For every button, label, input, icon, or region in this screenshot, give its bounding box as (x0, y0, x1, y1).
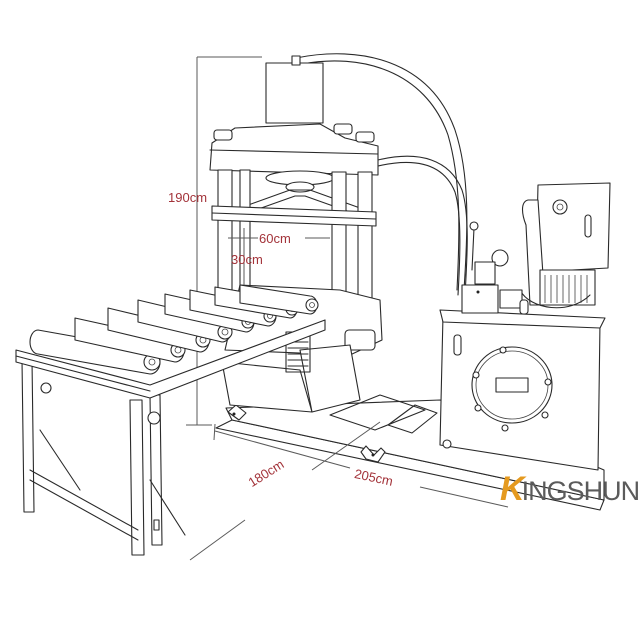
length-dimension-line (213, 423, 509, 508)
roller-conveyor (15, 284, 326, 556)
press-crosshead (209, 123, 379, 213)
hydraulic-hoses (295, 53, 468, 296)
base-frame (215, 394, 605, 511)
press-platen (211, 205, 377, 227)
depth-dimension-line (189, 421, 381, 561)
opening-dimension-lines (228, 228, 330, 290)
hydraulic-unit (439, 182, 611, 471)
hydraulic-cylinder (265, 55, 324, 124)
inspection-cover (471, 346, 553, 432)
logo-initial: K (500, 470, 525, 508)
opening-height-label: 30cm (231, 252, 263, 267)
brand-logo: KINGSHUN (500, 470, 640, 508)
height-label: 190cm (168, 190, 208, 205)
opening-width-label: 60cm (259, 231, 291, 246)
height-dimension-line (186, 56, 262, 426)
rollers (29, 284, 319, 375)
logo-text: INGSHUN (521, 476, 640, 506)
press-columns (217, 169, 373, 313)
